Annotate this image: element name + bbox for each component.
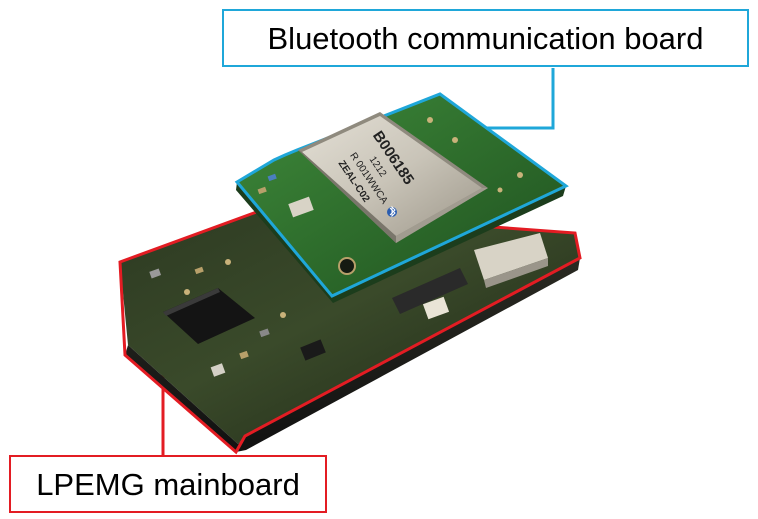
mainboard-label: LPEMG mainboard	[9, 455, 327, 513]
slide-switch	[392, 268, 468, 320]
bluetooth-board-label: Bluetooth communication board	[222, 9, 749, 67]
board-connector	[474, 233, 548, 288]
mainboard-ic-chip	[163, 288, 255, 344]
rf-module-shield: B006185 1212 R 001WWCA ZEAL-C02	[298, 112, 488, 243]
mainboard	[118, 208, 582, 455]
bluetooth-logo-icon	[387, 205, 397, 218]
